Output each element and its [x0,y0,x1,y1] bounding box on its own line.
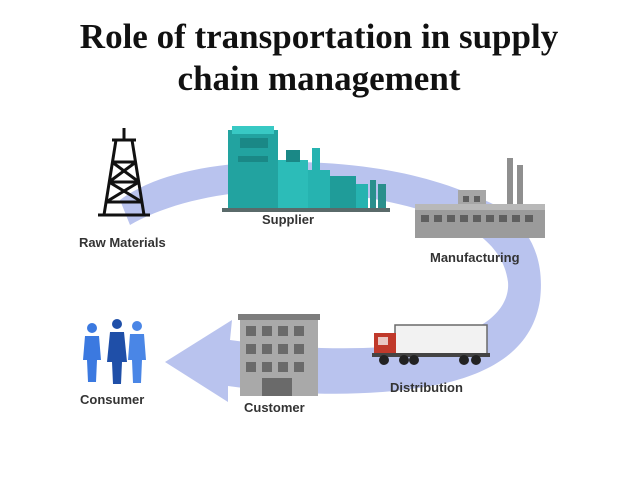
people-icon [83,319,146,384]
oil-derrick-icon [98,128,150,217]
refinery-plant-icon [222,126,390,212]
distribution-label: Distribution [390,380,463,395]
store-building-icon [238,314,320,396]
page-title: Role of transportation in supply chain m… [0,16,638,100]
truck-icon [372,324,490,365]
customer-label: Customer [244,400,305,415]
factory-icon [415,158,545,238]
manufacturing-label: Manufacturing [430,250,520,265]
supplier-label: Supplier [262,212,315,227]
title-line-2: chain management [177,59,461,98]
title-line-1: Role of transportation in supply [79,17,559,56]
raw-materials-label: Raw Materials [79,235,166,250]
consumer-label: Consumer [80,392,145,407]
